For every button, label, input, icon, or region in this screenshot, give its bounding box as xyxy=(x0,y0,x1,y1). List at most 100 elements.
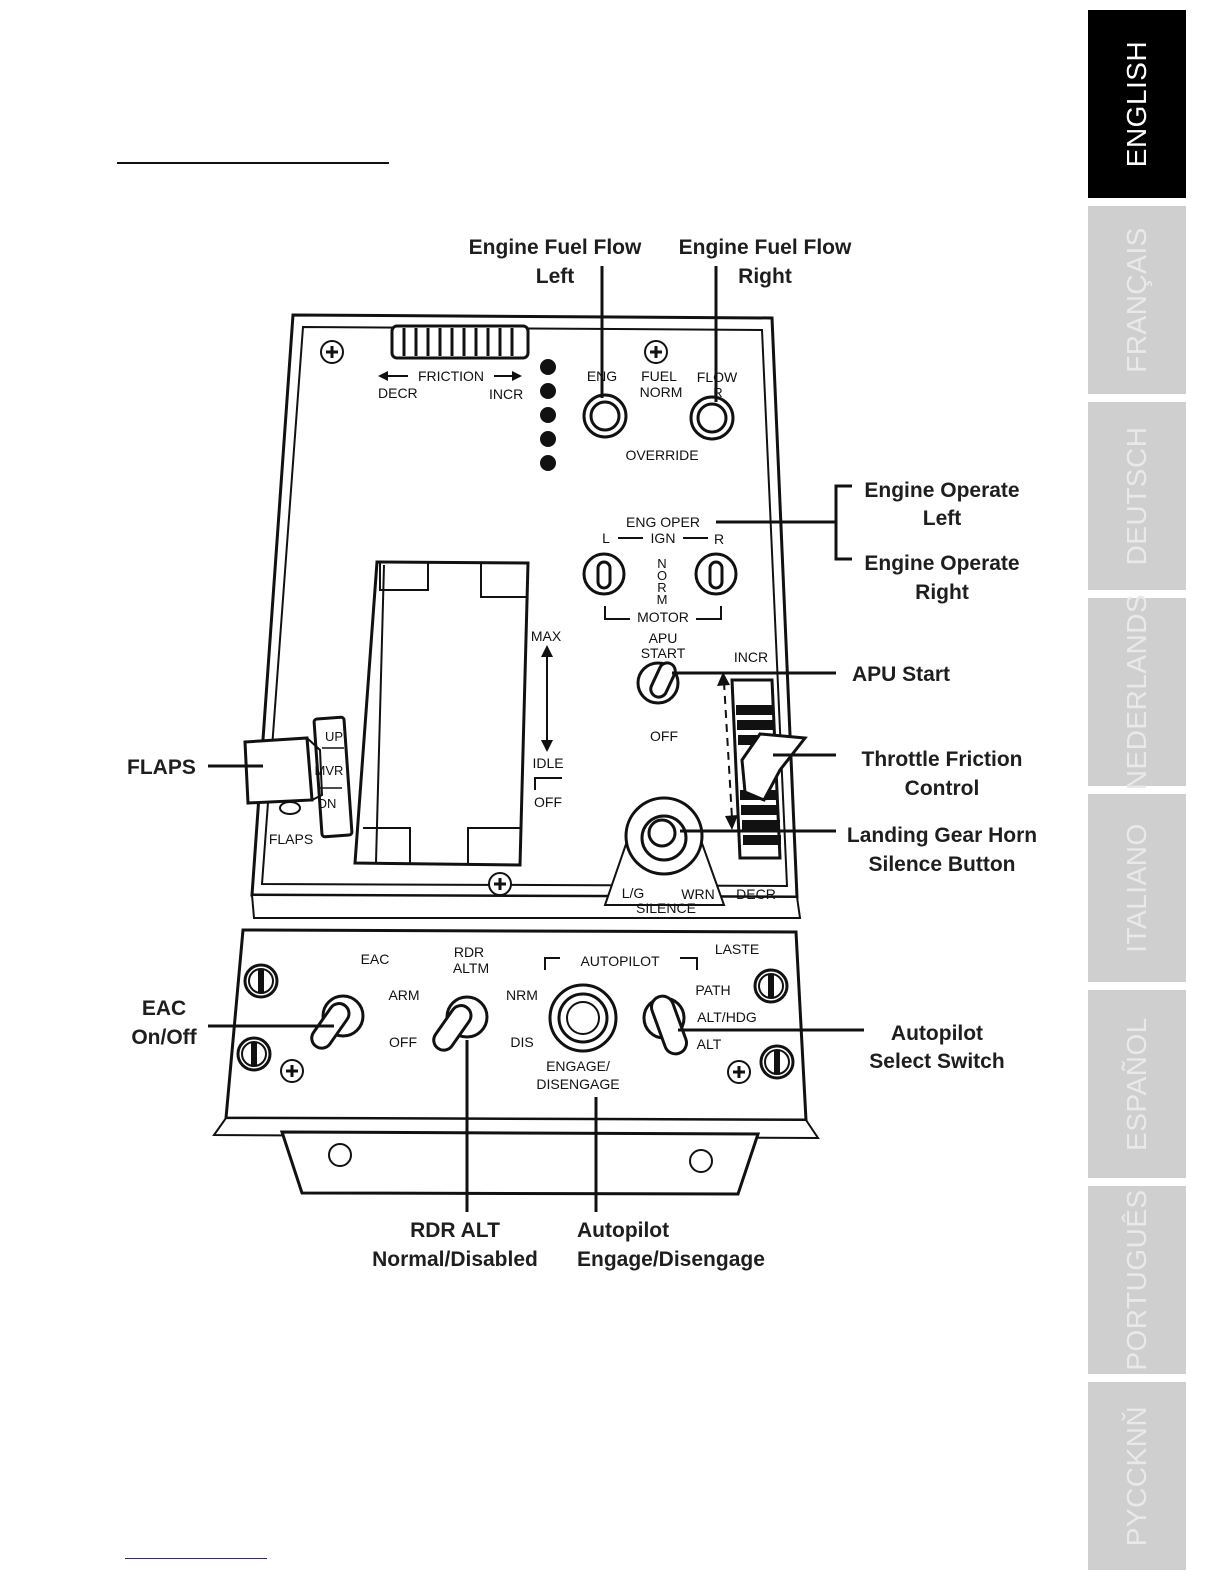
disengage-label: DISENGAGE xyxy=(536,1076,619,1092)
ign-label: IGN xyxy=(651,530,676,546)
rdr-alt-switch[interactable] xyxy=(430,995,489,1054)
footer-underline xyxy=(125,1558,267,1559)
callout-apu-start: APU Start xyxy=(852,663,950,686)
fuel-label: FUEL xyxy=(641,368,677,384)
tab-label: NEDERLANDS xyxy=(1121,593,1152,791)
autopilot-select-switch[interactable] xyxy=(642,993,690,1057)
throttle-lever[interactable] xyxy=(353,560,530,867)
flaps-lever[interactable] xyxy=(243,715,354,839)
apu-start-label: START xyxy=(641,645,686,661)
callout-throttle-friction-line2: Control xyxy=(905,777,980,800)
tab-espanol[interactable]: ESPAÑOL xyxy=(1088,990,1186,1178)
engine-operate-right-switch[interactable] xyxy=(694,552,738,596)
friction-incr-label: INCR xyxy=(489,386,523,402)
path-label: PATH xyxy=(695,982,730,998)
friction-decr-label-right: DECR xyxy=(736,886,776,902)
autopilot-label: AUTOPILOT xyxy=(580,953,660,969)
silence-label: SILENCE xyxy=(636,900,696,916)
flaps-up-label: UP xyxy=(325,729,343,744)
tab-english[interactable]: ENGLISH xyxy=(1088,10,1186,198)
flaps-mvr-label: MVR xyxy=(315,763,344,778)
friction-wheel[interactable] xyxy=(390,324,530,360)
tab-label: PYCCKNŇ xyxy=(1121,1405,1152,1547)
language-tabs: ENGLISH FRANÇAIS DEUTSCH NEDERLANDS ITAL… xyxy=(1088,0,1224,1584)
panel-screw xyxy=(319,339,345,365)
autopilot-engage-button[interactable] xyxy=(548,983,618,1053)
tab-italiano[interactable]: ITALIANO xyxy=(1088,794,1186,982)
apu-off-label: OFF xyxy=(650,728,678,744)
tab-label: ITALIANO xyxy=(1121,823,1152,953)
callout-autopilot-engage-line1: Autopilot xyxy=(577,1219,669,1242)
lower-panel-screw xyxy=(759,1044,795,1080)
throttle-off-label: OFF xyxy=(534,794,562,810)
panel-screw xyxy=(643,339,669,365)
lower-panel xyxy=(212,928,820,1196)
callout-engine-operate-left-line2: Left xyxy=(923,507,962,530)
alt-hdg-label: ALT/HDG xyxy=(697,1009,757,1025)
throttle-friction-dashed-arrow xyxy=(717,672,738,830)
lower-panel-screw xyxy=(243,963,279,999)
throttle-friction-slider[interactable] xyxy=(730,678,808,860)
altm-label: ALTM xyxy=(453,960,489,976)
tab-deutsch[interactable]: DEUTSCH xyxy=(1088,402,1186,590)
callout-fuel-flow-left-line2: Left xyxy=(536,265,575,288)
dis-label: DIS xyxy=(510,1034,533,1050)
callout-lines xyxy=(208,266,864,1212)
callout-fuel-flow-right-line1: Engine Fuel Flow xyxy=(679,236,852,259)
idle-label: IDLE xyxy=(532,755,563,771)
flaps-panel-label: FLAPS xyxy=(269,831,313,847)
callout-autopilot-select-line2: Select Switch xyxy=(869,1050,1004,1073)
fuel-flow-right-switch[interactable] xyxy=(689,395,735,441)
lower-panel-screw xyxy=(753,968,789,1004)
norm-vertical-n: N xyxy=(657,556,666,571)
lower-panel-screw xyxy=(236,1036,272,1072)
tab-label: ESPAÑOL xyxy=(1121,1017,1152,1151)
engage-label: ENGAGE/ xyxy=(546,1058,610,1074)
norm-vertical-r: R xyxy=(657,580,666,595)
callout-fuel-flow-left-line1: Engine Fuel Flow xyxy=(469,236,642,259)
friction-incr-label-right: INCR xyxy=(734,649,768,665)
friction-arrows xyxy=(378,371,522,381)
override-label: OVERRIDE xyxy=(625,447,698,463)
apu-start-switch[interactable] xyxy=(636,660,680,705)
callout-fuel-flow-right-line2: Right xyxy=(738,265,792,288)
motor-label: MOTOR xyxy=(637,609,689,625)
callout-landing-gear-horn-line2: Silence Button xyxy=(868,853,1015,876)
callout-throttle-friction-line1: Throttle Friction xyxy=(862,748,1023,771)
flow-r-label: R xyxy=(713,385,722,400)
max-idle-arrow xyxy=(541,645,553,752)
fuel-flow-left-switch[interactable] xyxy=(582,393,628,439)
eng-oper-label: ENG OPER xyxy=(626,514,700,530)
callout-rdr-alt-line2: Normal/Disabled xyxy=(372,1248,538,1271)
arm-label: ARM xyxy=(388,987,419,1003)
panel-screw xyxy=(726,1059,752,1085)
callout-autopilot-engage-line2: Engage/Disengage xyxy=(577,1248,765,1271)
alt-label: ALT xyxy=(697,1036,722,1052)
tab-label: PORTUGUÊS xyxy=(1121,1189,1152,1371)
engine-operate-left-switch[interactable] xyxy=(582,552,626,596)
landing-gear-horn-button[interactable] xyxy=(603,796,726,906)
apu-label: APU xyxy=(649,630,678,646)
callout-engine-operate-left-line1: Engine Operate xyxy=(864,479,1019,502)
heading-underline xyxy=(117,162,389,164)
callout-engine-operate-right-line1: Engine Operate xyxy=(864,552,1019,575)
panel-screw xyxy=(487,871,513,897)
tab-russian[interactable]: PYCCKNŇ xyxy=(1088,1382,1186,1570)
friction-decr-label: DECR xyxy=(378,385,418,401)
tab-francais[interactable]: FRANÇAIS xyxy=(1088,206,1186,394)
norm-label: NORM xyxy=(640,384,683,400)
wrn-label: WRN xyxy=(681,886,714,902)
callout-engine-operate-right-line2: Right xyxy=(915,581,969,604)
max-label: MAX xyxy=(531,628,562,644)
tab-nederlands[interactable]: NEDERLANDS xyxy=(1088,594,1186,790)
nrm-label: NRM xyxy=(506,987,538,1003)
flaps-dn-label: DN xyxy=(318,796,337,811)
panel-screw xyxy=(279,1058,305,1084)
tab-portugues[interactable]: PORTUGUÊS xyxy=(1088,1186,1186,1374)
eac-off-label: OFF xyxy=(389,1034,417,1050)
callout-autopilot-select-line1: Autopilot xyxy=(891,1022,983,1045)
laste-label: LASTE xyxy=(715,941,759,957)
eng-oper-r-label: R xyxy=(714,531,724,547)
eac-label: EAC xyxy=(361,951,390,967)
